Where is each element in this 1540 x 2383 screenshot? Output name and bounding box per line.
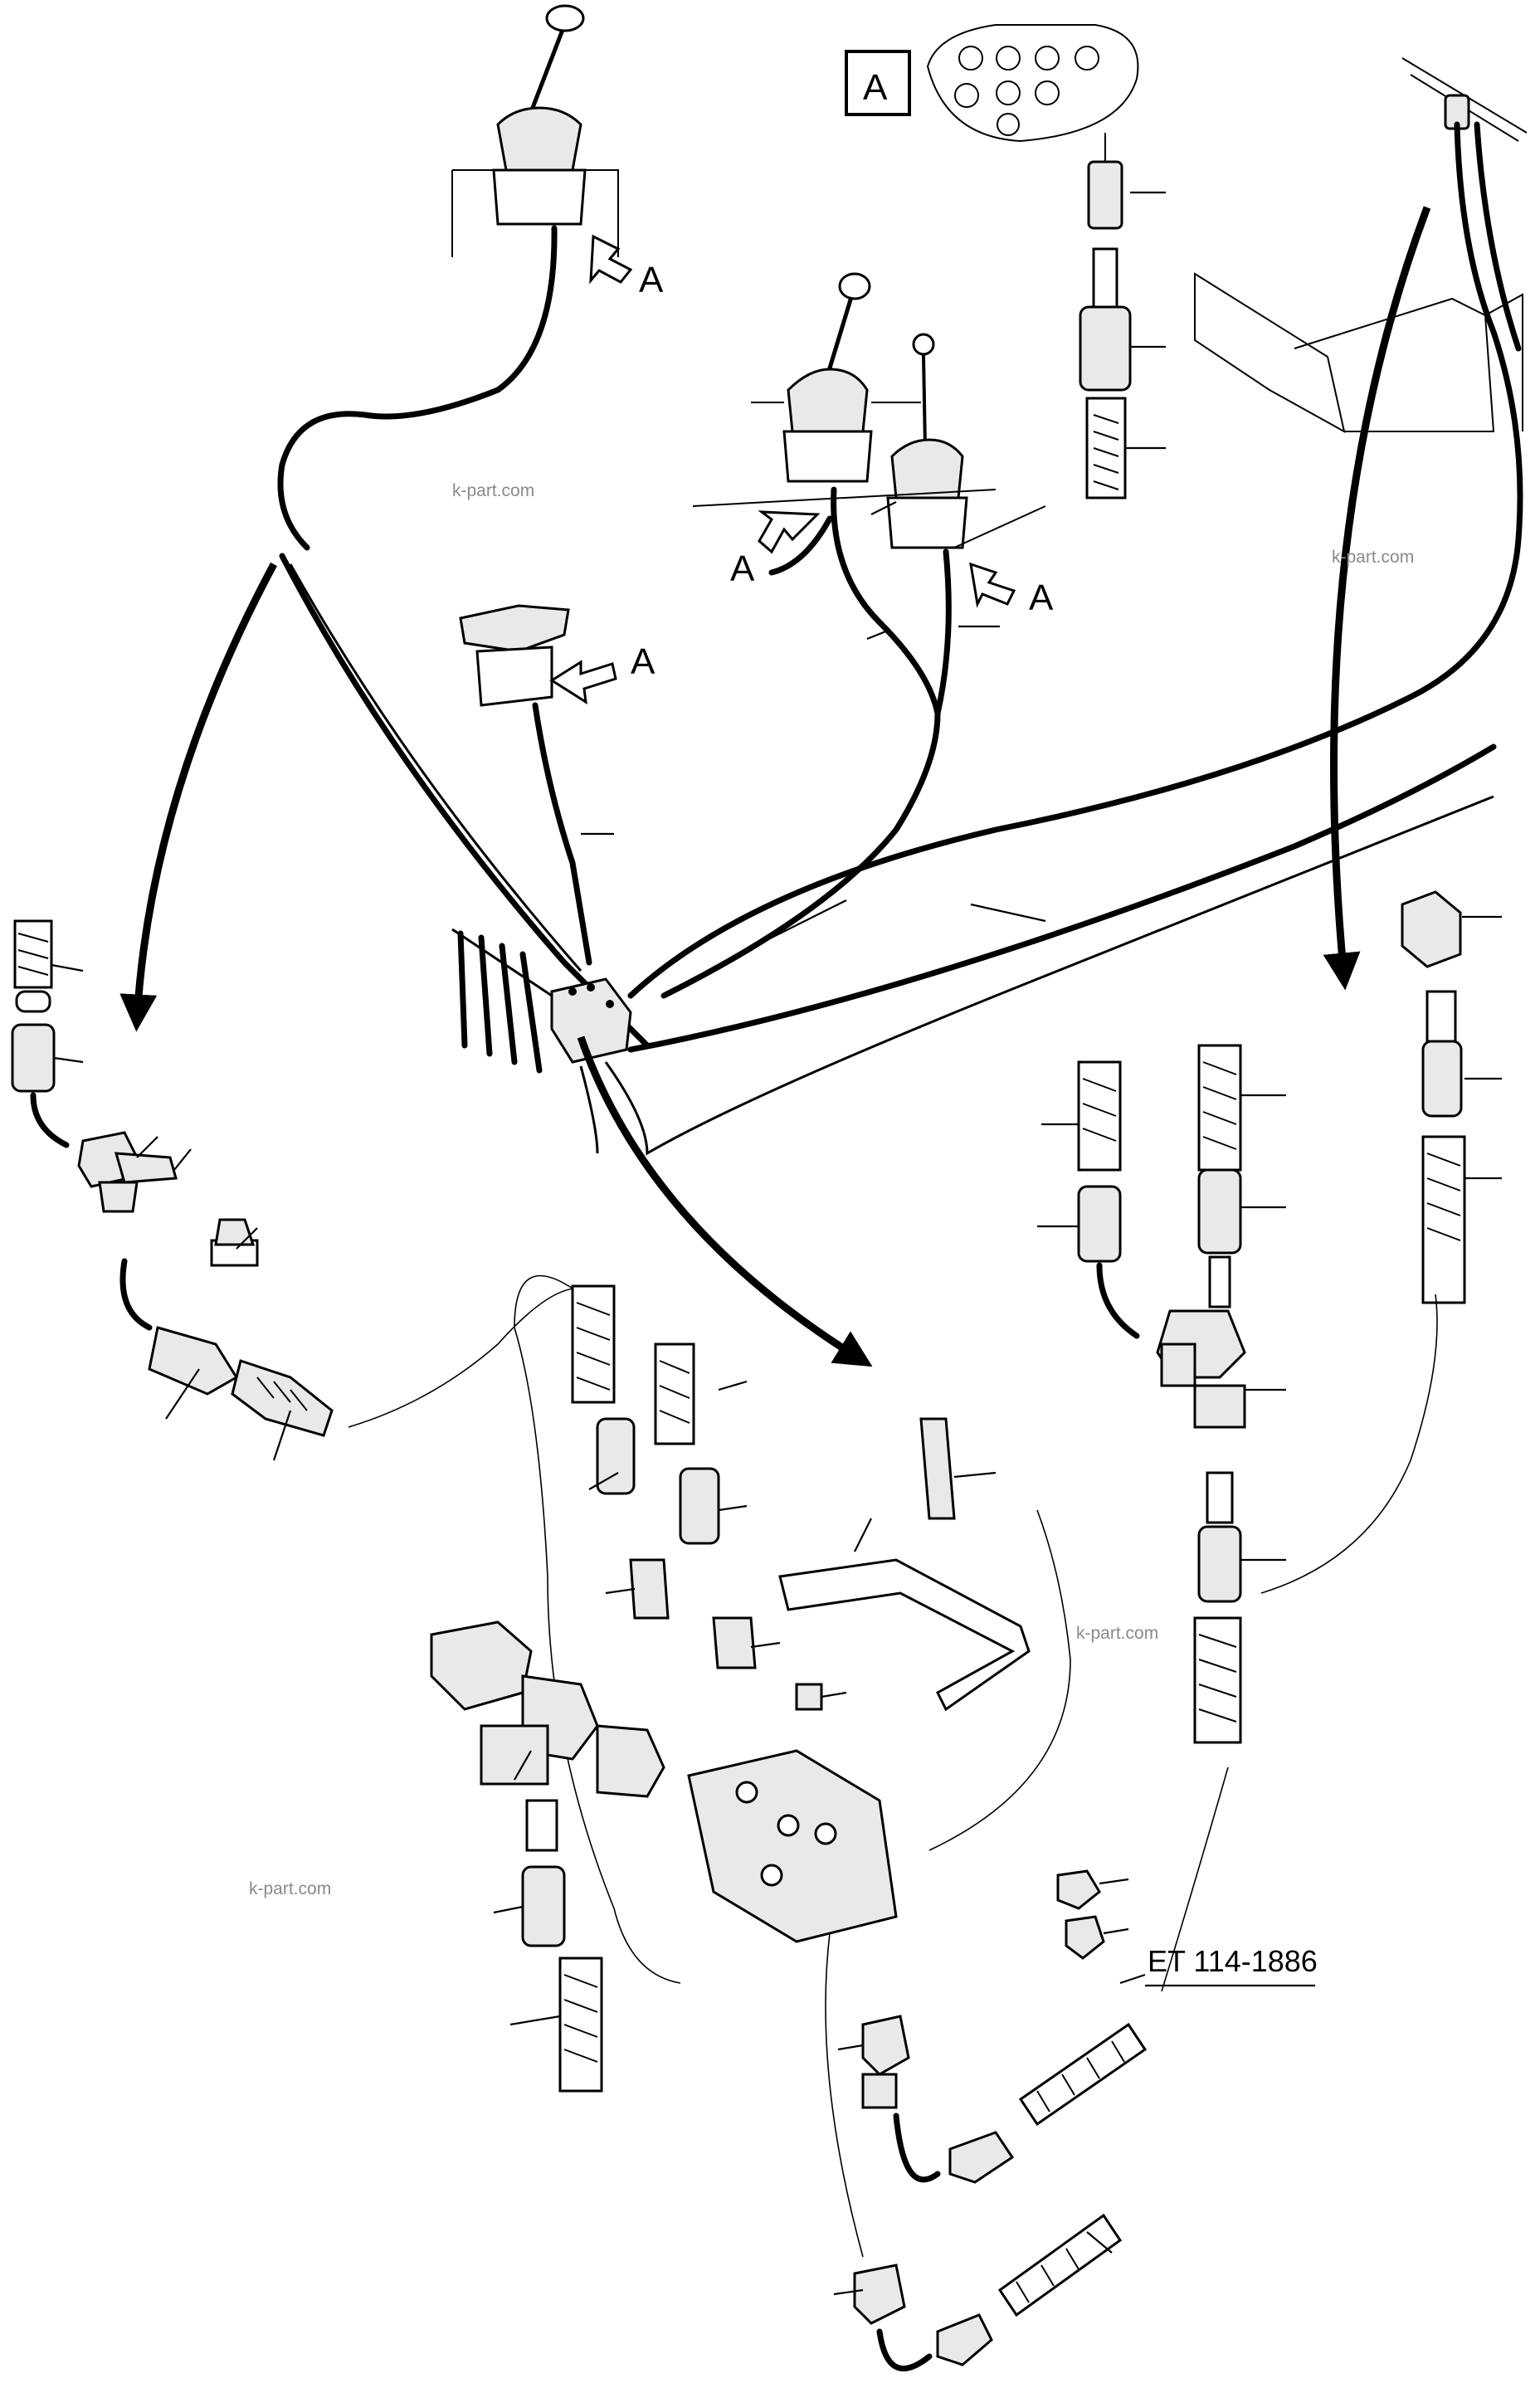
svg-text:A: A	[639, 260, 664, 300]
svg-text:A: A	[730, 548, 755, 589]
callout-a-center-left: A	[730, 510, 821, 589]
cab-structure	[627, 57, 1528, 999]
flow-arrows	[119, 206, 1431, 1367]
reference-number: ET 114-1886	[1148, 1944, 1318, 1978]
arrow-right-detail	[1323, 206, 1431, 991]
svg-text:A: A	[1029, 577, 1054, 618]
view-a-box	[845, 50, 911, 116]
svg-text:A: A	[631, 641, 655, 682]
watermark-left: k-part.com	[249, 1879, 331, 1898]
right-detail-tee	[1037, 890, 1502, 1744]
arrow-left-detail	[119, 562, 277, 1032]
view-a-label: A	[863, 67, 888, 108]
watermark-right: k-part.com	[1332, 548, 1414, 567]
bottom-detail-block	[430, 1274, 1229, 2372]
watermark-top: k-part.com	[452, 481, 534, 500]
left-detail-tee	[11, 919, 598, 1461]
left-joystick: A	[277, 4, 664, 551]
manifold-block	[279, 553, 1497, 1156]
callout-a-center-right: A	[969, 562, 1054, 618]
reference-label: ET 114-1886	[1145, 1944, 1318, 1987]
callout-a-pedal: A	[549, 641, 655, 704]
pedal-switch: A	[459, 604, 655, 966]
watermark-center: k-part.com	[1076, 1624, 1158, 1643]
arrow-bottom-detail	[577, 1036, 873, 1367]
callout-a-left-joystick: A	[589, 234, 664, 300]
center-joysticks: A A	[660, 272, 1054, 999]
detail-view-a: A	[845, 24, 1166, 500]
